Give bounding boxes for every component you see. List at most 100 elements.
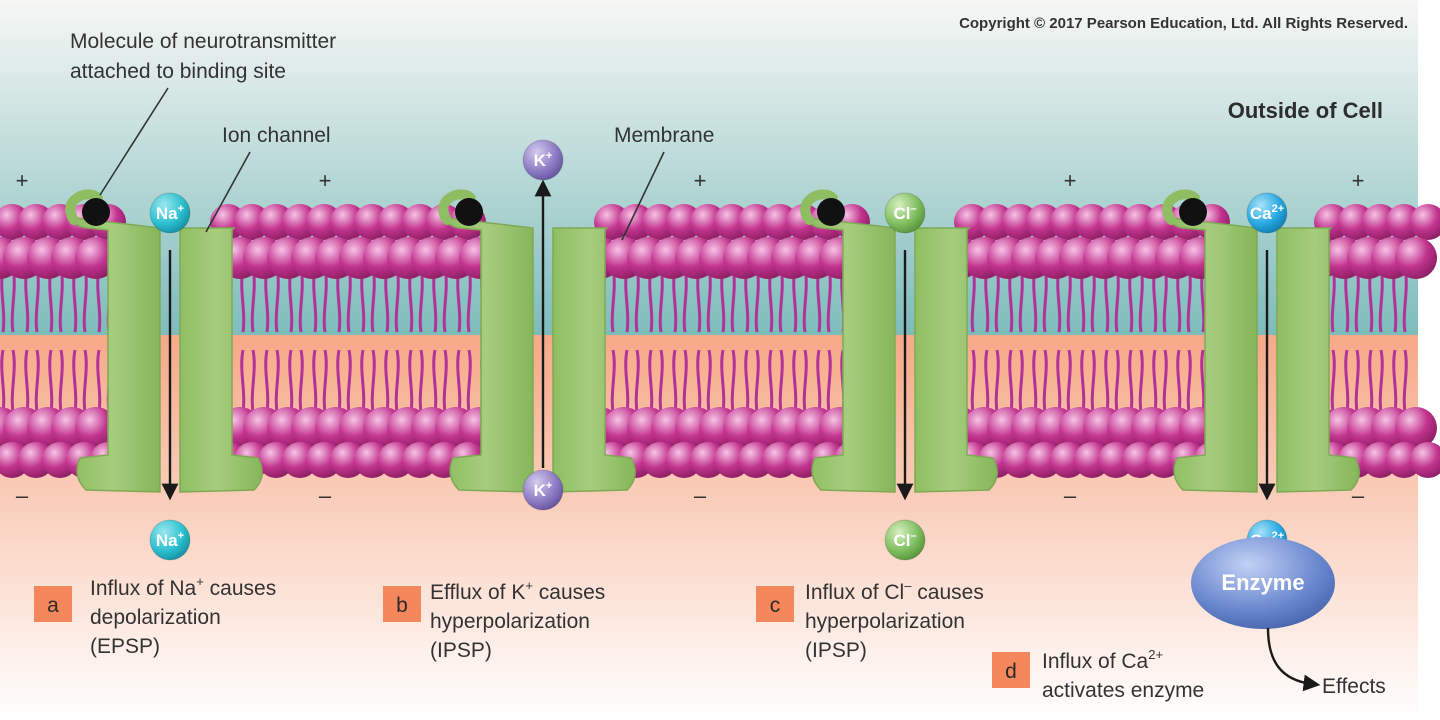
ion-circle: [522, 469, 564, 511]
lipid-tail: [994, 349, 1000, 413]
negative-charge-sign: –: [1064, 483, 1077, 508]
neurotransmitter-label-line2: attached to binding site: [70, 60, 286, 83]
ion-inside: Cl–: [884, 519, 926, 561]
lipid-tail: [1080, 349, 1086, 413]
lipid-tail: [264, 349, 270, 413]
neurotransmitter-molecule: [1179, 198, 1207, 226]
negative-charge-sign: –: [694, 483, 707, 508]
positive-charge-sign: +: [1352, 168, 1365, 193]
lipid-tail: [240, 349, 246, 413]
ion-symbol: Cl–: [893, 530, 916, 550]
positive-charge-sign: +: [319, 168, 332, 193]
ion-entering: Ca2+: [1246, 192, 1288, 234]
lipid-tail: [1378, 349, 1384, 413]
lipid-tail: [370, 349, 376, 413]
lipid-tail: [432, 349, 438, 413]
caption-badge: [383, 586, 421, 622]
phospholipid-head: [1395, 407, 1437, 449]
positive-charge-sign: +: [694, 168, 707, 193]
lipid-tail: [250, 349, 256, 413]
phospholipid-head: [1395, 237, 1437, 279]
caption-badge-letter: c: [770, 594, 781, 617]
phospholipid-head: [75, 237, 117, 279]
lipid-tail: [826, 349, 832, 413]
lipid-tail: [408, 349, 414, 413]
lipid-tail: [1354, 349, 1360, 413]
caption-badge-letter: b: [396, 594, 408, 617]
lipid-tail: [816, 349, 822, 413]
lipid-tail: [682, 349, 688, 413]
lipid-tail: [466, 349, 472, 413]
membrane-label: Membrane: [614, 124, 714, 147]
caption-line-1: Efflux of K+ causes: [430, 578, 605, 604]
lipid-tail: [658, 349, 664, 413]
ion-channels: Na+Na+K+K+Cl–Cl–Ca2+Ca2+: [65, 139, 1360, 561]
effects-arrow: [1266, 627, 1321, 692]
positive-charge-sign: +: [16, 168, 29, 193]
ion-circle: [149, 192, 191, 234]
lipid-tail: [346, 349, 352, 413]
lipid-tail: [442, 349, 448, 413]
ion-entering: Cl–: [884, 192, 926, 234]
lipid-tail: [696, 349, 702, 413]
neurotransmitter-molecule: [82, 198, 110, 226]
lipid-tail: [706, 349, 712, 413]
ion-circle: [522, 139, 564, 181]
lipid-tail: [1152, 349, 1158, 413]
lipid-tail: [1200, 349, 1206, 413]
lipid-tail: [648, 349, 654, 413]
lipid-tail: [720, 349, 726, 413]
lipid-tail: [1114, 349, 1120, 413]
lipid-tail: [82, 349, 88, 413]
ion-channel-subunit-2: [1276, 227, 1360, 493]
caption-line-1: Influx of Na+ causes: [90, 574, 276, 600]
lipid-tail: [730, 349, 736, 413]
caption-badge-letter: a: [47, 594, 59, 617]
caption-line-2: activates enzyme: [1042, 679, 1204, 702]
caption-line-2: depolarization: [90, 606, 221, 629]
lipid-tail: [634, 349, 640, 413]
binding-site: [65, 189, 103, 225]
caption-badge: [756, 586, 794, 622]
ion-channel-subunit-2: [552, 227, 636, 493]
binding-site: [438, 189, 476, 225]
caption-badge: [34, 586, 72, 622]
ion-symbol: K+: [534, 150, 553, 170]
ion-entering: Na+: [149, 192, 191, 234]
neurotransmitter-molecule: [817, 198, 845, 226]
lipid-tail: [768, 349, 774, 413]
lipid-tail: [1104, 349, 1110, 413]
membrane-leader-line: [621, 151, 665, 241]
neurotransmitter-label-line1: Molecule of neurotransmitter: [70, 30, 336, 53]
copyright-notice: Copyright © 2017 Pearson Education, Ltd.…: [959, 15, 1408, 32]
lipid-tail: [984, 349, 990, 413]
lipid-tail: [48, 349, 54, 413]
lipid-tail: [1042, 349, 1048, 413]
enzyme-shape: [1191, 537, 1335, 629]
lipid-tail: [288, 349, 294, 413]
membrane-charge-signs: +++++–––––: [16, 168, 1365, 508]
phospholipid-head: [1410, 442, 1440, 478]
lipid-tail: [58, 349, 64, 413]
lipid-tail: [1344, 349, 1350, 413]
lipid-tail: [322, 349, 328, 413]
lipid-tail: [1138, 349, 1144, 413]
lipid-tail: [72, 349, 78, 413]
phospholipid-head: [1410, 204, 1440, 240]
ion-channel-b: K+ K+: [438, 139, 636, 511]
negative-charge-sign: –: [16, 483, 29, 508]
lipid-tail: [1330, 349, 1336, 413]
ion-channel-a: Na+Na+: [65, 189, 263, 561]
lipid-tail: [274, 349, 280, 413]
lipid-tail: [394, 349, 400, 413]
ion-symbol: K+: [534, 480, 553, 500]
lipid-tail: [1176, 349, 1182, 413]
ion-symbol: Cl–: [893, 203, 916, 223]
binding-site: [800, 189, 838, 225]
binding-site: [1162, 189, 1200, 225]
lipid-tail: [610, 349, 616, 413]
ion-circle: [149, 519, 191, 561]
